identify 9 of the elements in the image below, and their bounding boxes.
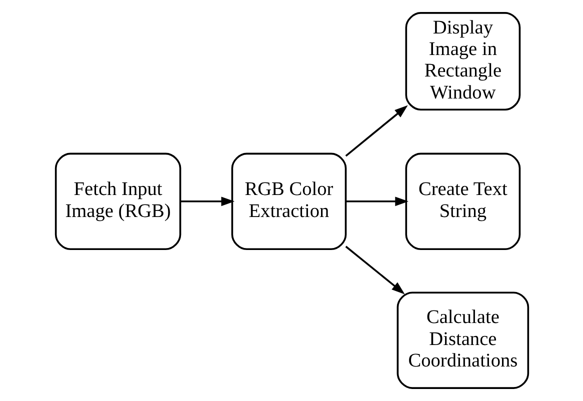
node-box: Calculate Distance Coordinations <box>396 292 529 389</box>
node-box: Display Image in Rectangle Window <box>404 12 520 110</box>
node-box: Fetch Input Image (RGB) <box>54 152 181 250</box>
node-box: Create Text String <box>404 152 520 250</box>
arrow <box>345 196 408 206</box>
arrow <box>180 196 234 206</box>
arrow <box>344 246 404 294</box>
arrow <box>344 105 408 157</box>
node-box: RGB Color Extraction <box>230 152 346 250</box>
